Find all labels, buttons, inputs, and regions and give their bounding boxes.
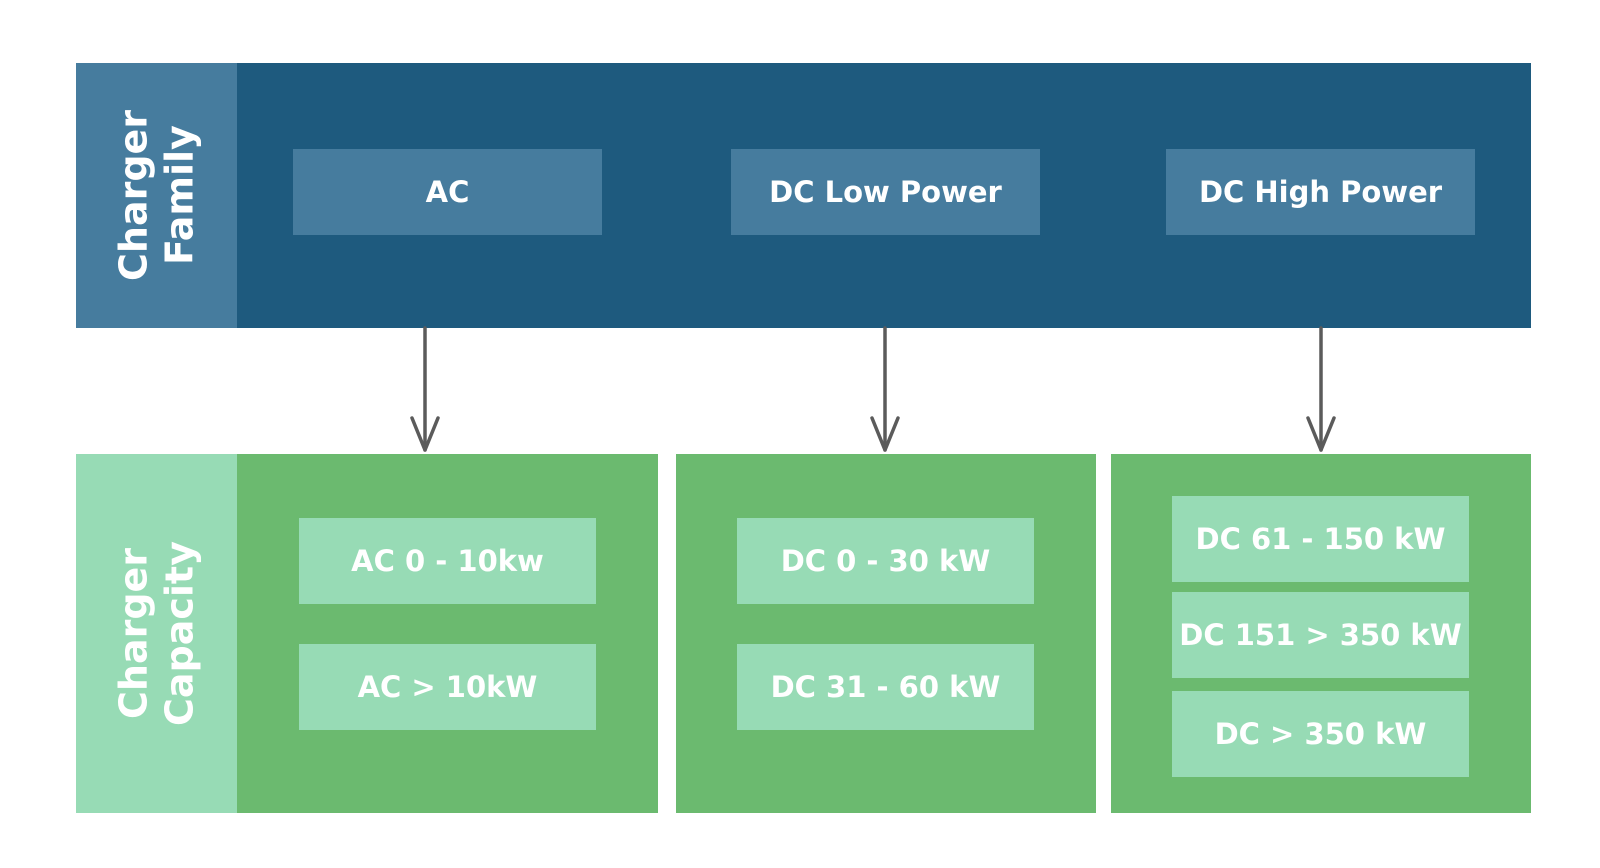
arrow-dc-low-power bbox=[870, 326, 900, 452]
capacity-box-ac-0-10kw: AC 0 - 10kw bbox=[299, 518, 596, 604]
family-box-ac: AC bbox=[293, 149, 602, 235]
capacity-box-ac-over-10kw: AC > 10kW bbox=[299, 644, 596, 730]
charger-capacity-label: Charger Capacity bbox=[76, 454, 237, 813]
capacity-box-dc-61-150kw: DC 61 - 150 kW bbox=[1172, 496, 1469, 582]
capacity-box-dc-0-30kw: DC 0 - 30 kW bbox=[737, 518, 1034, 604]
capacity-box-dc-31-60kw: DC 31 - 60 kW bbox=[737, 644, 1034, 730]
capacity-box-dc-over-350kw: DC > 350 kW bbox=[1172, 691, 1469, 777]
family-box-dc-high-power: DC High Power bbox=[1166, 149, 1475, 235]
arrow-dc-high-power bbox=[1306, 326, 1336, 452]
capacity-box-dc-151-350kw: DC 151 > 350 kW bbox=[1172, 592, 1469, 678]
arrow-ac bbox=[410, 326, 440, 452]
family-box-dc-low-power: DC Low Power bbox=[731, 149, 1040, 235]
capacity-group-dc-low-power bbox=[676, 454, 1096, 813]
capacity-group-ac bbox=[237, 454, 658, 813]
